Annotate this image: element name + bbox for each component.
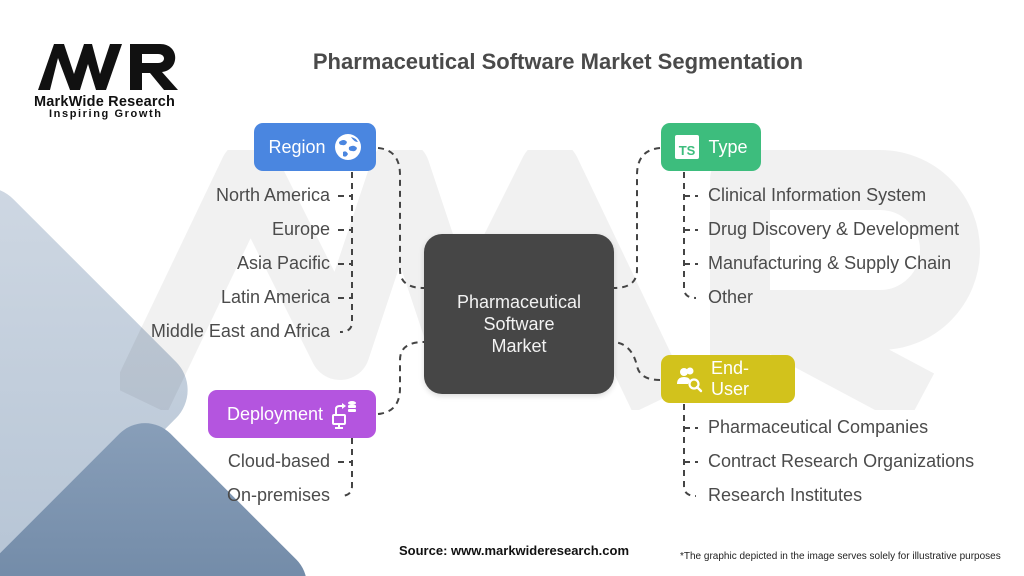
region-item: North America (215, 185, 330, 205)
type-item: Clinical Information System (708, 185, 927, 205)
segment-deployment-pill: Deployment (208, 390, 376, 438)
segment-region-pill: Region (254, 123, 376, 171)
center-line-3: Market (491, 336, 547, 356)
segment-region-label: Region (268, 136, 326, 157)
end-user-item: Research Institutes (708, 485, 863, 505)
cloud-server-icon (332, 401, 357, 429)
user-search-icon (677, 367, 703, 393)
source-link[interactable]: Source: www.markwideresearch.com (399, 543, 630, 558)
type-item: Manufacturing & Supply Chain (708, 253, 952, 273)
center-line-2: Software (483, 314, 555, 334)
mwr-logo-mark-icon (38, 44, 178, 90)
region-item: Asia Pacific (236, 253, 330, 273)
region-item: Middle East and Africa (150, 321, 330, 341)
ts-badge-icon: TS (675, 135, 700, 159)
logo-name: MarkWide Research (34, 94, 176, 110)
region-item: Europe (271, 219, 330, 239)
center-node-market: Pharmaceutical Software Market (424, 234, 614, 394)
region-item: Latin America (220, 287, 330, 307)
markwide-logo: MarkWide Research Inspiring Growth (34, 40, 190, 120)
segment-deployment-label: Deployment (226, 403, 324, 424)
disclaimer-note: *The graphic depicted in the image serve… (680, 551, 1001, 562)
center-line-1: Pharmaceutical (456, 292, 582, 312)
deployment-item: Cloud-based (227, 451, 330, 471)
segment-end-user-pill: End-User (661, 355, 795, 403)
end-user-item: Contract Research Organizations (708, 451, 975, 471)
type-item: Other (708, 287, 754, 307)
segment-type-pill: TS Type (661, 123, 761, 171)
segment-type-label: Type (708, 136, 748, 157)
svg-text:TS: TS (679, 143, 696, 158)
segment-end-user-label: End-User (711, 358, 750, 399)
globe-icon (334, 134, 361, 160)
page-title: Pharmaceutical Software Market Segmentat… (312, 49, 804, 74)
logo-tagline: Inspiring Growth (49, 108, 163, 120)
deployment-item: On-premises (226, 485, 330, 505)
end-user-item: Pharmaceutical Companies (708, 417, 929, 437)
type-item: Drug Discovery & Development (708, 219, 960, 239)
